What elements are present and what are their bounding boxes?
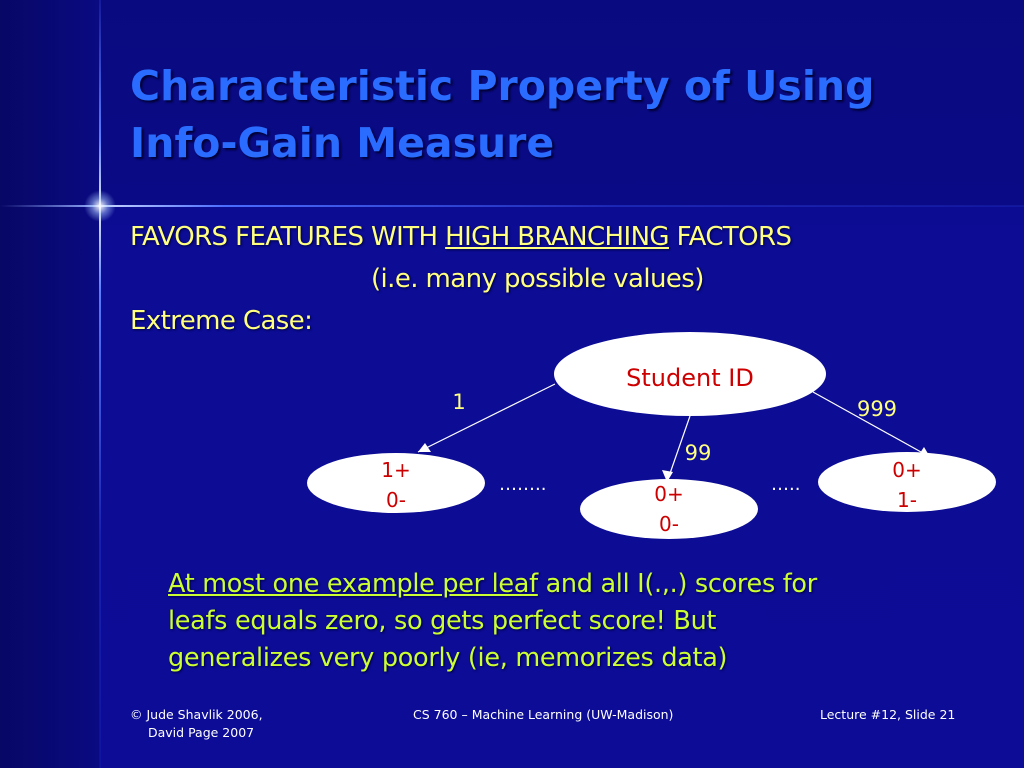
conclusion-note: At most one example per leaf and all I(.… — [168, 566, 817, 677]
edge-label-99: 99 — [685, 441, 712, 465]
leaf-2-line-1: 0+ — [654, 482, 683, 506]
horizontal-accent-line — [0, 205, 1024, 207]
footer-course: CS 760 – Machine Learning (UW-Madison) — [413, 707, 674, 722]
edge-label-1: 1 — [452, 390, 465, 414]
leaf-3-line-2: 1- — [897, 488, 917, 512]
dots-right: ….. — [771, 474, 800, 495]
slide-title: Characteristic Property of Using Info-Ga… — [130, 58, 874, 172]
note-underlined: At most one example per leaf — [168, 569, 538, 599]
vertical-accent-line — [99, 0, 101, 768]
favors-line: FAVORS FEATURES WITH HIGH BRANCHING FACT… — [130, 222, 792, 252]
title-band — [100, 0, 1024, 206]
note-line-3: generalizes very poorly (ie, memorizes d… — [168, 643, 728, 673]
favors-underlined: HIGH BRANCHING — [445, 222, 669, 252]
footer-left-line-1: © Jude Shavlik 2006, — [130, 707, 263, 722]
note-rest-line-1: and all I(.,.) scores for — [537, 569, 818, 599]
favors-suffix: FACTORS — [668, 222, 792, 252]
leaf-node-2 — [580, 479, 758, 539]
footer-copyright: © Jude Shavlik 2006, David Page 2007 — [130, 706, 263, 742]
edge-999 — [812, 391, 931, 458]
leaf-2-line-2: 0- — [659, 512, 679, 536]
leaf-1-line-1: 1+ — [381, 458, 410, 482]
arrowhead-1 — [418, 443, 431, 452]
footer-slide-number: Lecture #12, Slide 21 — [820, 707, 956, 722]
dots-left: …….. — [499, 474, 546, 495]
root-node-label: Student ID — [626, 364, 754, 392]
left-band — [0, 0, 100, 768]
note-line-2: leafs equals zero, so gets perfect score… — [168, 606, 717, 636]
title-line-1: Characteristic Property of Using — [130, 62, 875, 110]
root-node — [554, 332, 826, 416]
footer-left-line-2: David Page 2007 — [148, 725, 255, 740]
leaf-node-1 — [307, 453, 485, 513]
arrowhead-99 — [662, 470, 673, 482]
edge-label-999: 999 — [857, 397, 897, 421]
edge-99 — [666, 415, 691, 483]
extreme-case-line: Extreme Case: — [130, 306, 313, 336]
leaf-1-line-2: 0- — [386, 488, 406, 512]
favors-prefix: FAVORS FEATURES WITH — [130, 222, 446, 252]
leaf-3-line-1: 0+ — [892, 458, 921, 482]
edge-1 — [417, 383, 556, 453]
possible-values-line: (i.e. many possible values) — [371, 264, 704, 294]
leaf-node-3 — [818, 452, 996, 512]
title-line-2: Info-Gain Measure — [130, 119, 555, 167]
